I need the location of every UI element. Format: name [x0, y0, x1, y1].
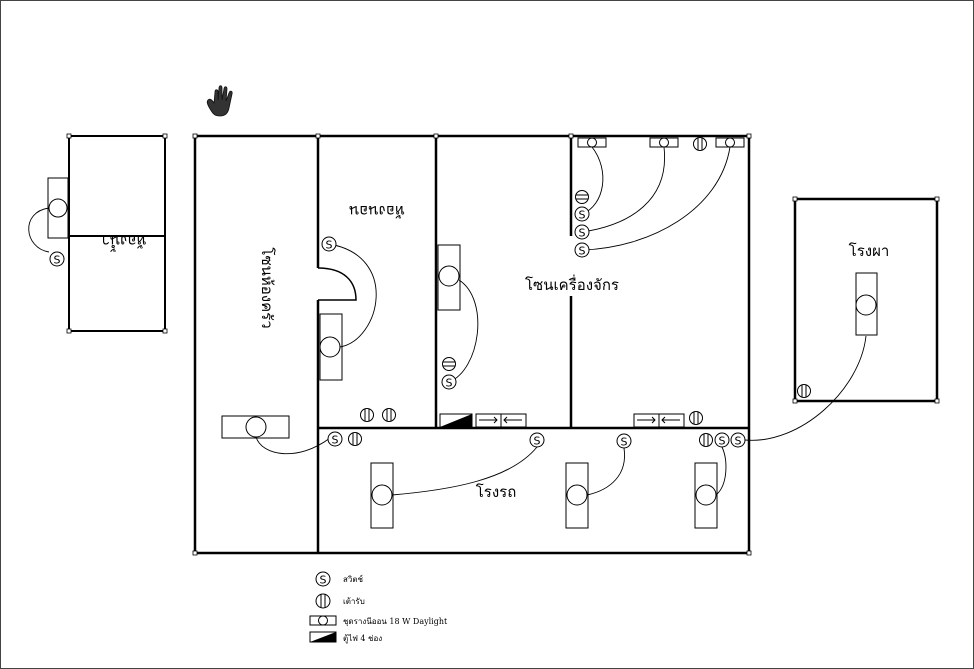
legend: S สวิตช์ เต้ารับ ชุดรางนีออน 18 W Daylig… [309, 571, 448, 644]
lamp-fixture-kitchen [221, 415, 290, 439]
outlet-icon-garage-right [699, 433, 713, 447]
svg-text:S: S [332, 434, 339, 447]
legend-switch-icon: S [315, 571, 331, 587]
switch-icon-machine-3: S [574, 242, 590, 258]
switch-icon-bedroom: S [321, 236, 337, 252]
legend-switch-label: สวิตช์ [343, 574, 364, 584]
outbuilding-right [793, 197, 939, 403]
svg-text:S: S [579, 227, 586, 240]
sliding-door-right [633, 413, 685, 428]
svg-text:S: S [446, 377, 453, 390]
svg-text:S: S [579, 245, 586, 258]
outlet-icon-center [442, 357, 456, 371]
outlet-icon-machine-left [575, 190, 589, 204]
legend-outlet-icon [315, 593, 331, 609]
svg-text:S: S [621, 436, 628, 449]
svg-text:S: S [735, 435, 742, 448]
switch-icon-garage-left: S [327, 431, 343, 447]
lamp-fixture-garage-1 [370, 462, 394, 529]
sliding-door-center [475, 413, 527, 428]
lamp-fixture-outbuilding [47, 177, 69, 239]
switch-icon-garage-1: S [529, 432, 545, 448]
switch-icon-machine-2: S [574, 224, 590, 240]
lamp-fixture-workshop [855, 272, 878, 336]
switch-icon-garage-4: S [730, 432, 746, 448]
outlet-icon-garage-left [348, 432, 362, 446]
svg-text:S: S [320, 574, 327, 587]
svg-text:S: S [326, 239, 333, 252]
legend-panel-icon [309, 631, 337, 643]
outbuilding-left [68, 135, 166, 332]
legend-outlet-label: เต้ารับ [343, 597, 365, 606]
legend-panel-label: ตู้ไฟ 4 ช่อง [343, 634, 382, 644]
switch-icon-garage-3: S [714, 432, 730, 448]
room-label-kitchen: โซนห้องครัว [258, 247, 276, 328]
outlet-icon-bedroom-1 [360, 408, 374, 422]
room-label-workshop: โรงผา [849, 242, 890, 260]
lamp-fixture-bedroom [319, 313, 343, 381]
svg-text:S: S [54, 254, 61, 267]
switch-icon-garage-2: S [616, 433, 632, 449]
electrical-panel [439, 413, 473, 428]
lamp-fixture-machine-3 [715, 137, 745, 148]
legend-lamp-label: ชุดรางนีออน 18 W Daylight [343, 617, 448, 626]
svg-text:S: S [719, 435, 726, 448]
switch-icon-outbuilding: S [49, 251, 65, 267]
switch-icon-center: S [441, 374, 457, 390]
legend-lamp-icon [309, 615, 337, 626]
outlet-icon-machine-top [693, 137, 707, 151]
room-label-small-room: ห้องน้ำ [102, 232, 147, 252]
room-label-machine-zone: โซนเครื่องจักร [525, 274, 619, 294]
outlet-icon-bedroom-2 [382, 408, 396, 422]
lamp-fixture-garage-3 [694, 462, 718, 529]
lamp-fixture-garage-2 [565, 462, 589, 529]
hand-pan-icon[interactable] [206, 85, 233, 117]
svg-text:S: S [579, 209, 586, 222]
room-label-garage: โรงรถ [476, 483, 517, 501]
outlet-icon-workshop [797, 384, 811, 398]
lamp-fixture-machine-1 [577, 137, 607, 148]
room-label-bedroom: ห้องนอน [349, 202, 405, 220]
lamp-fixture-machine-2 [649, 137, 679, 148]
outlet-icon-machine-bottom [689, 411, 703, 425]
main-building-walls [193, 134, 751, 555]
lamp-fixture-center [437, 244, 461, 311]
svg-text:S: S [534, 435, 541, 448]
switch-icon-machine-1: S [574, 206, 590, 222]
